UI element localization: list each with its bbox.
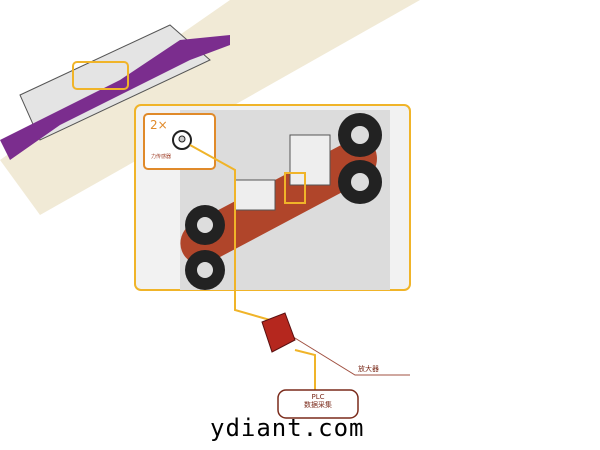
amplifier-label: 放大器 [358, 365, 379, 373]
plc-subtitle: 数据采集 [304, 401, 332, 409]
amplifier-leader-line [289, 334, 410, 376]
belt-assembly [180, 110, 390, 290]
amplifier-icon [261, 312, 296, 353]
sensor-label: 力传感器 [151, 154, 172, 160]
plc-label: PLC 数据采集 [278, 393, 358, 409]
multiplier-label: 2× [150, 118, 168, 132]
signal-wire [189, 144, 271, 321]
plc-wire [294, 349, 316, 390]
plc-title: PLC [311, 393, 325, 401]
purple-belt-parts [0, 35, 230, 160]
watermark: ydiant.com [210, 414, 365, 442]
highlight-box-small [72, 61, 129, 90]
plc-box [277, 389, 359, 419]
